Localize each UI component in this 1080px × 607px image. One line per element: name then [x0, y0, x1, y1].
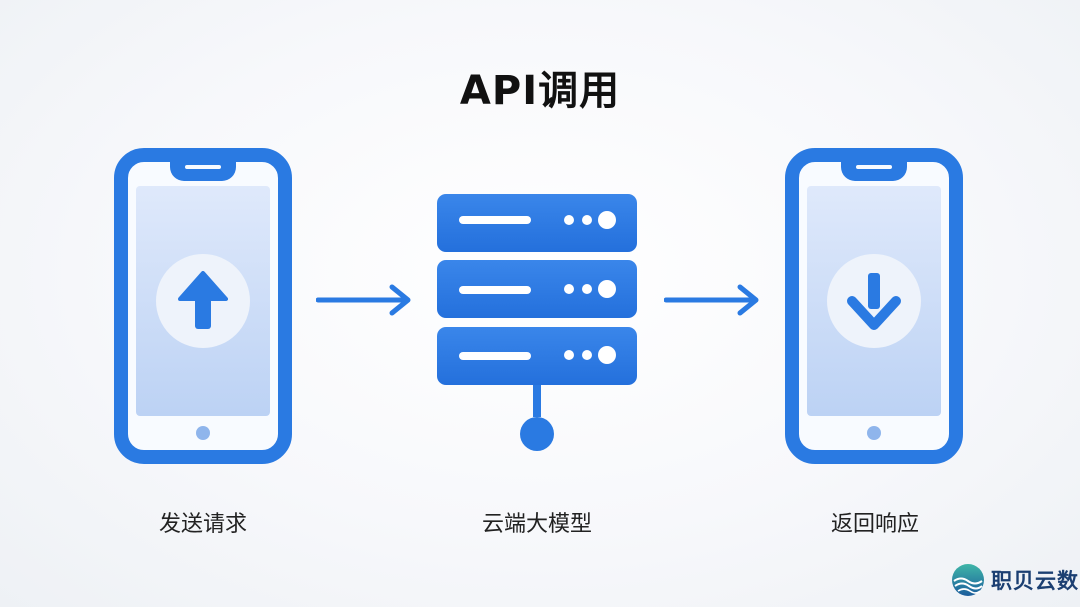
- server-unit: [437, 260, 637, 318]
- wave-globe-icon: [952, 564, 984, 596]
- brand-logo-text: 职贝云数: [991, 569, 1079, 593]
- node-label-response: 返回响应: [830, 512, 919, 537]
- server-stack: [437, 194, 637, 454]
- server-unit: [437, 194, 637, 252]
- arrow-client-to-server: [315, 282, 414, 322]
- arrow-right-icon: [663, 284, 759, 316]
- client-phone: [114, 148, 292, 464]
- phone-screen: [136, 186, 270, 416]
- node-label-client: 发送请求: [158, 512, 247, 537]
- server-unit: [437, 327, 637, 385]
- server-stack-icon: [437, 194, 637, 451]
- download-arrow-icon: [847, 273, 901, 330]
- phone-notch: [841, 161, 907, 181]
- arrow-server-to-response: [663, 282, 762, 322]
- upload-arrow-icon: [178, 271, 228, 329]
- arrow-right-icon: [315, 284, 411, 316]
- home-button: [196, 426, 210, 440]
- home-button: [867, 426, 881, 440]
- node-label-server: 云端大模型: [481, 512, 592, 537]
- page-title: API调用: [459, 68, 621, 114]
- phone-screen: [807, 186, 941, 416]
- upload-circle: [156, 254, 250, 348]
- phone-notch: [170, 161, 236, 181]
- download-circle: [827, 254, 921, 348]
- response-phone: [785, 148, 963, 464]
- brand-logo: 职贝云数: [951, 560, 1079, 600]
